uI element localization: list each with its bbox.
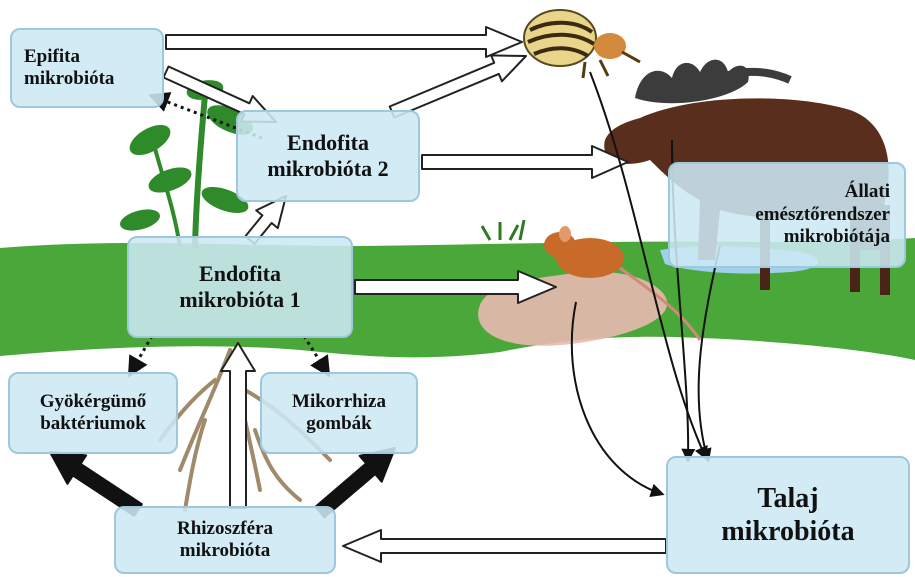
- node-epifita-line2: mikrobióta: [24, 68, 114, 90]
- node-mikorrhiza-line1: Mikorrhiza: [292, 391, 386, 413]
- arrow-endofita1-to-mikorrhiza-dotted: [304, 336, 328, 374]
- arrow-allati-to-talaj: [699, 246, 720, 460]
- node-endofita-2-line1: Endofita: [287, 130, 369, 156]
- node-gyokergumo-line2: baktériumok: [40, 413, 146, 435]
- node-allati-line1: Állati: [845, 181, 890, 203]
- node-endofita-2: Endofita mikrobióta 2: [236, 110, 420, 202]
- arrow-endofita2-to-moose: [422, 146, 628, 178]
- node-epifita: Epifita mikrobióta: [10, 28, 164, 108]
- node-mikorrhiza-line2: gombák: [306, 413, 371, 435]
- arrow-talaj-to-rhizoszfera: [343, 530, 666, 562]
- node-endofita-2-line2: mikrobióta 2: [267, 156, 388, 182]
- node-allati-line2: emésztőrendszer: [755, 204, 890, 226]
- node-talaj-line2: mikrobióta: [721, 515, 854, 548]
- node-endofita-1-line1: Endofita: [199, 261, 281, 287]
- node-gyokergumo-line1: Gyökérgümő: [40, 391, 147, 413]
- node-rhizoszfera-line2: mikrobióta: [180, 540, 270, 562]
- node-epifita-line1: Epifita: [24, 46, 80, 68]
- arrow-endofita1-to-gyokergumo-dotted: [130, 336, 152, 374]
- node-talaj-line1: Talaj: [757, 482, 818, 515]
- node-talaj: Talaj mikrobióta: [666, 456, 910, 574]
- node-rhizoszfera: Rhizoszféra mikrobióta: [114, 506, 336, 574]
- node-gyokergumo: Gyökérgümő baktériumok: [8, 372, 178, 454]
- arrow-epifita-to-beetle: [166, 27, 522, 57]
- node-rhizoszfera-line1: Rhizoszféra: [177, 518, 273, 540]
- node-mikorrhiza: Mikorrhiza gombák: [260, 372, 418, 454]
- node-allati-line3: mikrobiótája: [784, 226, 890, 248]
- arrow-mouse-to-talaj: [572, 302, 662, 494]
- node-endofita-1: Endofita mikrobióta 1: [127, 236, 353, 338]
- arrow-rhizoszfera-to-endofita1: [221, 343, 255, 508]
- arrow-endofita1-to-mouse: [355, 271, 556, 303]
- node-allati: Állati emésztőrendszer mikrobiótája: [668, 162, 906, 268]
- node-endofita-1-line2: mikrobióta 1: [179, 287, 300, 313]
- arrow-endofita2-to-beetle: [390, 55, 526, 117]
